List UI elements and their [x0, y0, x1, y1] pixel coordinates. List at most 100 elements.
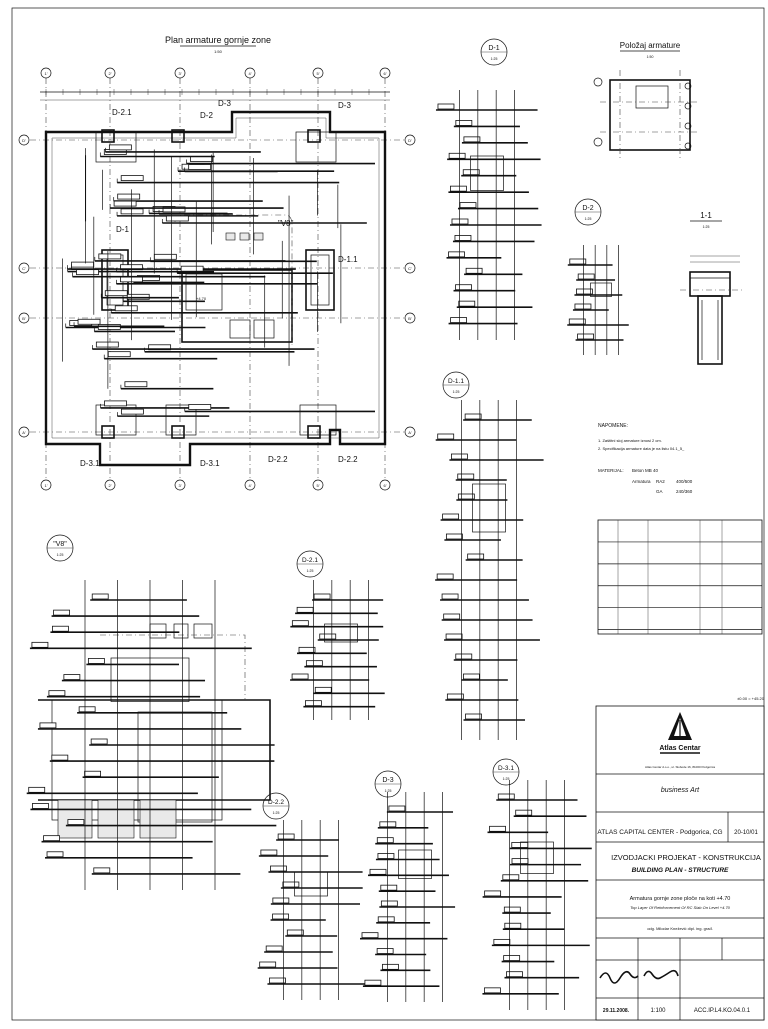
- notes-ga-label: GA: [656, 489, 663, 494]
- detail-v8-scale: 1:25: [57, 553, 64, 557]
- detail-v8: "V8" 1:25: [26, 534, 277, 890]
- bar-tag: [296, 606, 314, 613]
- notes-line2: 2. Specifikacija armature data je na lis…: [598, 446, 685, 451]
- engineer: odg. Milodar Knežević dipl. ing. građ.: [647, 926, 713, 931]
- bar-tag: [443, 613, 461, 620]
- detail-d31-label: D-3.1: [498, 765, 514, 772]
- project-name: ATLAS CAPITAL CENTER - Podgorica, CG: [597, 829, 722, 836]
- bar-tag: [462, 169, 480, 176]
- bar-tag: [63, 674, 81, 680]
- bar-tag: [28, 786, 46, 793]
- atlas-logo: [668, 712, 692, 740]
- bar-tag: [376, 948, 394, 954]
- slab-outline: [44, 110, 387, 467]
- bar-tag: [180, 265, 204, 272]
- bar-tag: [126, 293, 150, 300]
- axis-bubble: [404, 312, 416, 324]
- bar-tag: [259, 961, 277, 968]
- notes-material-value: Beton MB 40: [632, 468, 659, 473]
- detail-d2: D-2 1:25: [567, 198, 629, 355]
- bar-tag: [291, 673, 309, 680]
- bar-tag: [455, 120, 473, 126]
- label-d2: D-2: [200, 111, 213, 120]
- detail-d22: D-2.2 1:25: [257, 792, 366, 1000]
- bar-tag: [511, 858, 529, 865]
- bar-tag: [305, 660, 323, 667]
- bar-tag: [67, 819, 85, 825]
- bar-tag: [71, 261, 94, 268]
- drawing-title: Armatura gornje zone ploče na koti +4.70: [630, 896, 731, 902]
- bar-tag: [95, 341, 119, 348]
- bar-tag: [380, 900, 398, 907]
- bar-tag: [153, 253, 177, 260]
- bar-tag: [113, 200, 137, 207]
- bar-tag: [436, 573, 454, 580]
- detail-d31-scale: 1:25: [503, 777, 510, 781]
- bar-box: [398, 849, 432, 879]
- bar-tag: [265, 945, 283, 952]
- bar-tag: [388, 805, 406, 812]
- drop-panel: [95, 131, 137, 163]
- axis-bubble: [104, 479, 116, 491]
- drawing-title-en: Top Layer Of Reinforcement Of RC Slab On…: [630, 905, 731, 910]
- bar-tag: [291, 620, 309, 627]
- label-d31b: D-3.1: [200, 459, 220, 468]
- axis-label: C': [408, 266, 412, 271]
- bar-tag: [465, 713, 482, 720]
- bar-tag: [108, 144, 132, 151]
- section-label: 1-1: [700, 211, 712, 220]
- bar-tag: [51, 754, 69, 761]
- axis-bubble: [40, 479, 52, 491]
- bar-tag: [39, 722, 57, 729]
- label-d31a: D-3.1: [80, 459, 100, 468]
- label-d22a: D-2.2: [268, 455, 288, 464]
- bar-tag: [458, 300, 476, 307]
- label-d3b: D-3: [338, 101, 351, 110]
- designer-name: business Art: [661, 787, 700, 794]
- axis-label: B': [22, 316, 26, 321]
- axis-label: 1': [45, 483, 48, 488]
- axis-bubble: [244, 479, 256, 491]
- detail-d21-scale: 1:25: [307, 569, 314, 573]
- bar-tag: [464, 413, 482, 420]
- axis-label: 2': [109, 71, 112, 76]
- bar-tag: [576, 288, 593, 295]
- bar-tag: [76, 269, 99, 276]
- axis-label: B': [408, 316, 412, 321]
- bar-tag: [484, 890, 502, 897]
- bar-tag: [104, 400, 127, 407]
- bar-tag: [269, 977, 286, 984]
- label-v8: "V8": [278, 219, 294, 228]
- axis-label: 4': [249, 483, 252, 488]
- bar-tag: [120, 408, 144, 415]
- axis-bubble: [404, 262, 416, 274]
- detail-d21-label: D-2.1: [302, 557, 318, 564]
- detail-d22-label: D-2.2: [268, 799, 284, 806]
- axis-bubble: [404, 134, 416, 146]
- plan-title: Plan armature gornje zone: [165, 35, 271, 45]
- detail-d11-scale: 1:25: [453, 390, 460, 394]
- polozaj-armature-detail: Položaj armature 1:50: [593, 41, 700, 160]
- bar-tag: [441, 593, 459, 600]
- level-mark: +4.70: [196, 296, 207, 301]
- bar-tag: [511, 842, 529, 848]
- detail-d22-scale: 1:25: [273, 811, 280, 815]
- bar-tag: [465, 267, 483, 274]
- sheet-frame: [11, 7, 765, 1021]
- signature-2: [643, 969, 679, 980]
- axis-label: D': [408, 138, 412, 143]
- bar-tag: [165, 215, 189, 222]
- bar-tag: [503, 906, 521, 913]
- bar-tag: [364, 979, 382, 986]
- bar-tag: [437, 433, 455, 440]
- bar-box: [520, 841, 554, 874]
- drop-panel: [165, 404, 197, 436]
- bar-tag: [87, 658, 105, 664]
- bar-tag: [455, 284, 472, 291]
- company-address: Atlas Centar d.o.o., ul. Slobode 16, 810…: [645, 765, 715, 769]
- bar-box: [470, 155, 504, 191]
- plan-scale: 1:50: [214, 49, 223, 54]
- bar-tag: [459, 202, 477, 208]
- bar-tag: [319, 633, 337, 640]
- bar-tag: [457, 473, 475, 480]
